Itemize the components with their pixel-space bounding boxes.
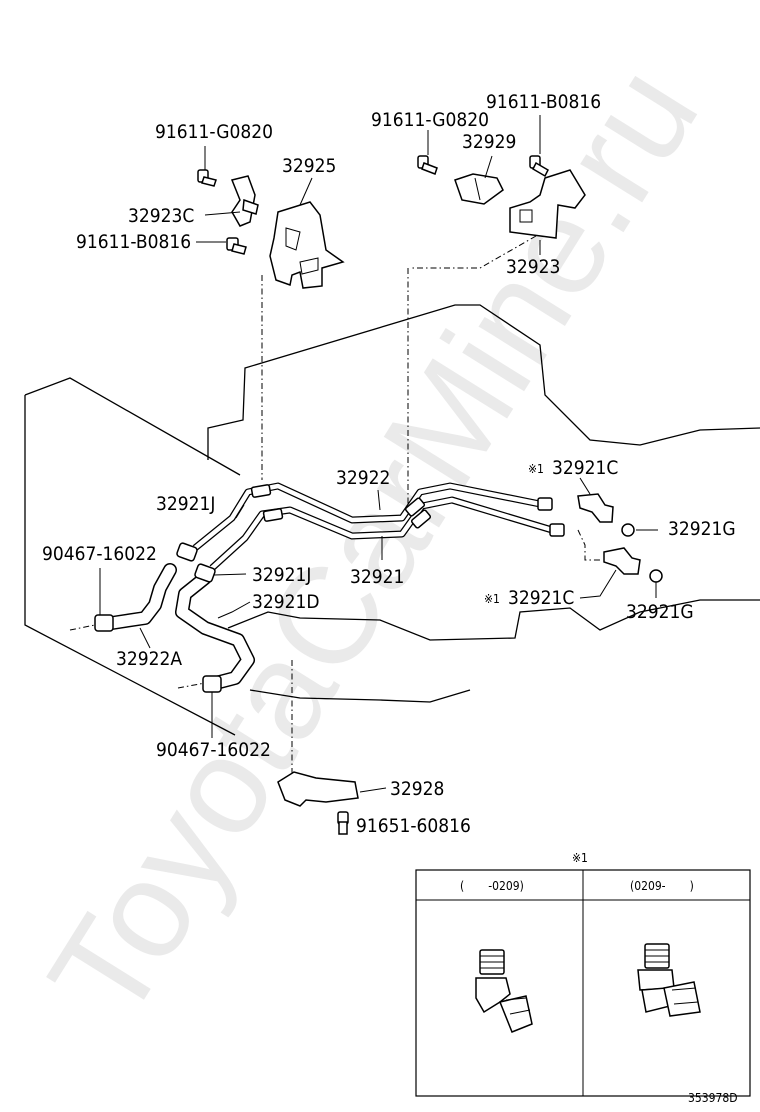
- part-number-label: 91651-60816: [356, 815, 471, 837]
- fitting-icon: [637, 943, 701, 1017]
- bolt-icon: [417, 155, 438, 175]
- part-number-label: 32921: [350, 566, 404, 588]
- bolt-icon: [529, 155, 549, 178]
- part-number-label: 91611-B0816: [486, 91, 601, 113]
- note-mark: ※1: [528, 462, 544, 476]
- part-number-label: 32921J: [156, 493, 215, 515]
- connectors-32921C: [577, 493, 663, 583]
- part-number-label: 32922: [336, 467, 390, 489]
- part-number-label: 90467-16022: [42, 543, 157, 565]
- part-number-label: 32923C: [128, 205, 194, 227]
- bolt-icon: [337, 811, 349, 835]
- rubber-hoses: [94, 542, 255, 693]
- part-number-label: 32921G: [626, 601, 694, 623]
- inset-column-header: ( -0209): [460, 879, 524, 893]
- part-number-label: 32929: [462, 131, 516, 153]
- bolt-icon: [197, 169, 217, 187]
- part-number-label: 32921J: [252, 564, 311, 586]
- inset-variant-table: ※1 ( -0209) (0209- ): [415, 851, 751, 1097]
- part-number-label: 91611-G0820: [371, 109, 489, 131]
- part-number-label: 32928: [390, 778, 444, 800]
- part-number-label: 91611-G0820: [155, 121, 273, 143]
- part-number-label: 32923: [506, 256, 560, 278]
- bracket-32923: [417, 155, 586, 239]
- part-number-label: 32922A: [116, 648, 182, 670]
- reference-lines: [69, 235, 600, 780]
- part-number-label: 32921C: [552, 457, 618, 479]
- part-number-label: 32925: [282, 155, 336, 177]
- figure-number: 353978D: [688, 1091, 738, 1105]
- bracket-32928: [277, 771, 359, 835]
- inset-title: ※1: [572, 851, 588, 865]
- part-number-label: 32921G: [668, 518, 736, 540]
- part-number-label: 32921D: [252, 591, 320, 613]
- bolt-icon: [226, 237, 247, 255]
- part-number-label: 90467-16022: [156, 739, 271, 761]
- vehicle-outline: [24, 304, 760, 736]
- leader-lines: [99, 115, 658, 793]
- part-labels: 91611-G0820 32925 32923C 91611-B0816 916…: [42, 91, 736, 837]
- inset-column-header: (0209- ): [630, 879, 694, 893]
- fitting-icon: [475, 949, 533, 1033]
- part-number-label: 91611-B0816: [76, 231, 191, 253]
- oil-cooler-pipes: [192, 482, 565, 571]
- bracket-32925: [197, 169, 345, 289]
- note-mark: ※1: [484, 592, 500, 606]
- part-number-label: 32921C: [508, 587, 574, 609]
